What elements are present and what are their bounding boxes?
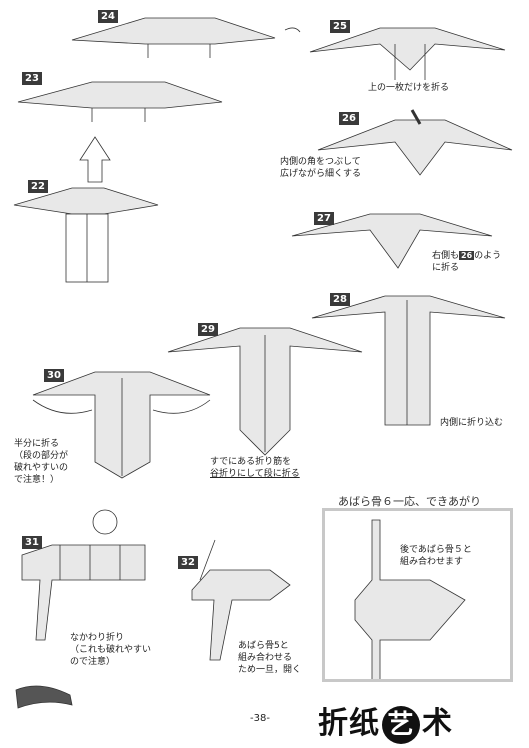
- finished-model-frame: [322, 508, 513, 682]
- small-fishbone: [15, 685, 73, 709]
- fold-model-30: [32, 371, 211, 479]
- page-number: -38-: [250, 713, 270, 724]
- fold-model-23: [17, 81, 223, 109]
- final-model: [354, 519, 466, 681]
- step-25-label: 25: [330, 20, 350, 33]
- step-28-label: 28: [330, 293, 350, 306]
- note-32-line3: ため一旦，開く: [238, 665, 302, 675]
- note-27-text-b: のよう: [474, 251, 502, 261]
- note-28: 内側に折り込む: [440, 418, 504, 428]
- step-26-label: 26: [339, 112, 359, 125]
- step-22-label: 22: [28, 180, 48, 193]
- step-32-label: 32: [178, 556, 198, 569]
- step-27-label: 27: [314, 212, 334, 225]
- fold-model-32: [191, 569, 291, 661]
- step-23-label: 23: [22, 72, 42, 85]
- step-29-label: 29: [198, 323, 218, 336]
- note-26-line2: 広げながら細くする: [280, 169, 362, 179]
- finished-note-line2: 組み合わせます: [400, 557, 464, 567]
- note-29-line2: 谷折りにして段に折る: [210, 469, 300, 479]
- fold-model-25: [309, 27, 506, 71]
- note-27-line2: に折る: [432, 263, 460, 273]
- note-25: 上の一枚だけを折る: [368, 83, 450, 93]
- note-31-line3: ので注意）: [70, 657, 116, 667]
- note-32-line1: あばら骨5と: [238, 641, 289, 651]
- note-27-text-a: 右側も: [432, 251, 460, 261]
- fold-model-28: [311, 295, 506, 426]
- note-31-line1: なかわり折り: [70, 633, 125, 643]
- note-26-line1: 内側の角をつぶして: [280, 157, 361, 167]
- watermark-part3: 术: [422, 706, 453, 741]
- watermark-logo: 折纸艺术: [318, 698, 453, 744]
- fold-model-31: [21, 544, 146, 641]
- note-27-step-ref: 26: [459, 251, 475, 260]
- watermark-part2: 艺: [382, 705, 420, 744]
- note-29-line1: すでにある折り筋を: [210, 457, 292, 467]
- note-30-line3: 破れやすいの: [14, 463, 69, 473]
- note-30-line4: で注意！）: [14, 475, 60, 485]
- fold-model-27: [291, 213, 493, 269]
- note-30-line2: （段の部分が: [14, 451, 69, 461]
- watermark-part1: 折纸: [318, 706, 380, 741]
- finished-note-line1: 後であばら骨５と: [400, 545, 472, 555]
- step-31-label: 31: [22, 536, 42, 549]
- fold-model-26: [317, 119, 513, 176]
- step-30-label: 30: [44, 369, 64, 382]
- finished-model-title: あばら骨６一応、できあがり: [338, 495, 481, 508]
- note-32-line2: 組み合わせる: [238, 653, 293, 663]
- note-30-line1: 半分に折る: [14, 439, 60, 449]
- step-24-label: 24: [98, 10, 118, 23]
- fold-model-24: [71, 17, 276, 45]
- note-31-line2: （これも破れやすい: [70, 645, 152, 655]
- up-arrow: [79, 136, 111, 183]
